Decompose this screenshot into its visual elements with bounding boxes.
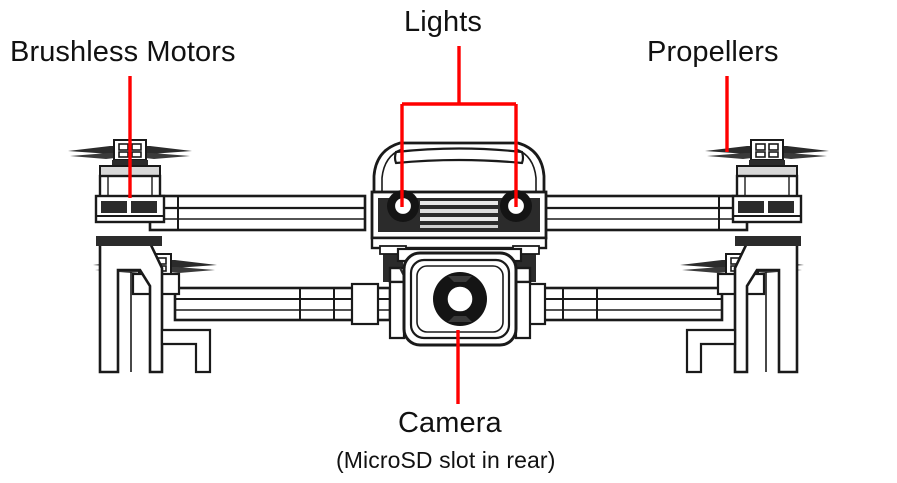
right-upper-propeller [704,139,830,167]
gimbal-camera [402,251,518,347]
left-upper-arm-clamp [94,194,166,224]
label-camera-note: (MicroSD slot in rear) [336,447,556,473]
upper-boom-left [148,194,367,232]
lower-boom-left [173,282,392,326]
leader-lines [128,46,729,404]
upper-boom-right [530,194,749,232]
fuselage-canopy [372,141,546,198]
left-landing-leg [96,236,212,374]
right-landing-leg [685,236,801,374]
label-brushless-motors: Brushless Motors [10,36,236,68]
label-lights: Lights [404,6,482,38]
right-upper-arm-clamp [731,194,803,224]
label-propellers: Propellers [647,36,779,68]
lower-boom-right [505,282,724,326]
label-camera: Camera [398,407,502,439]
